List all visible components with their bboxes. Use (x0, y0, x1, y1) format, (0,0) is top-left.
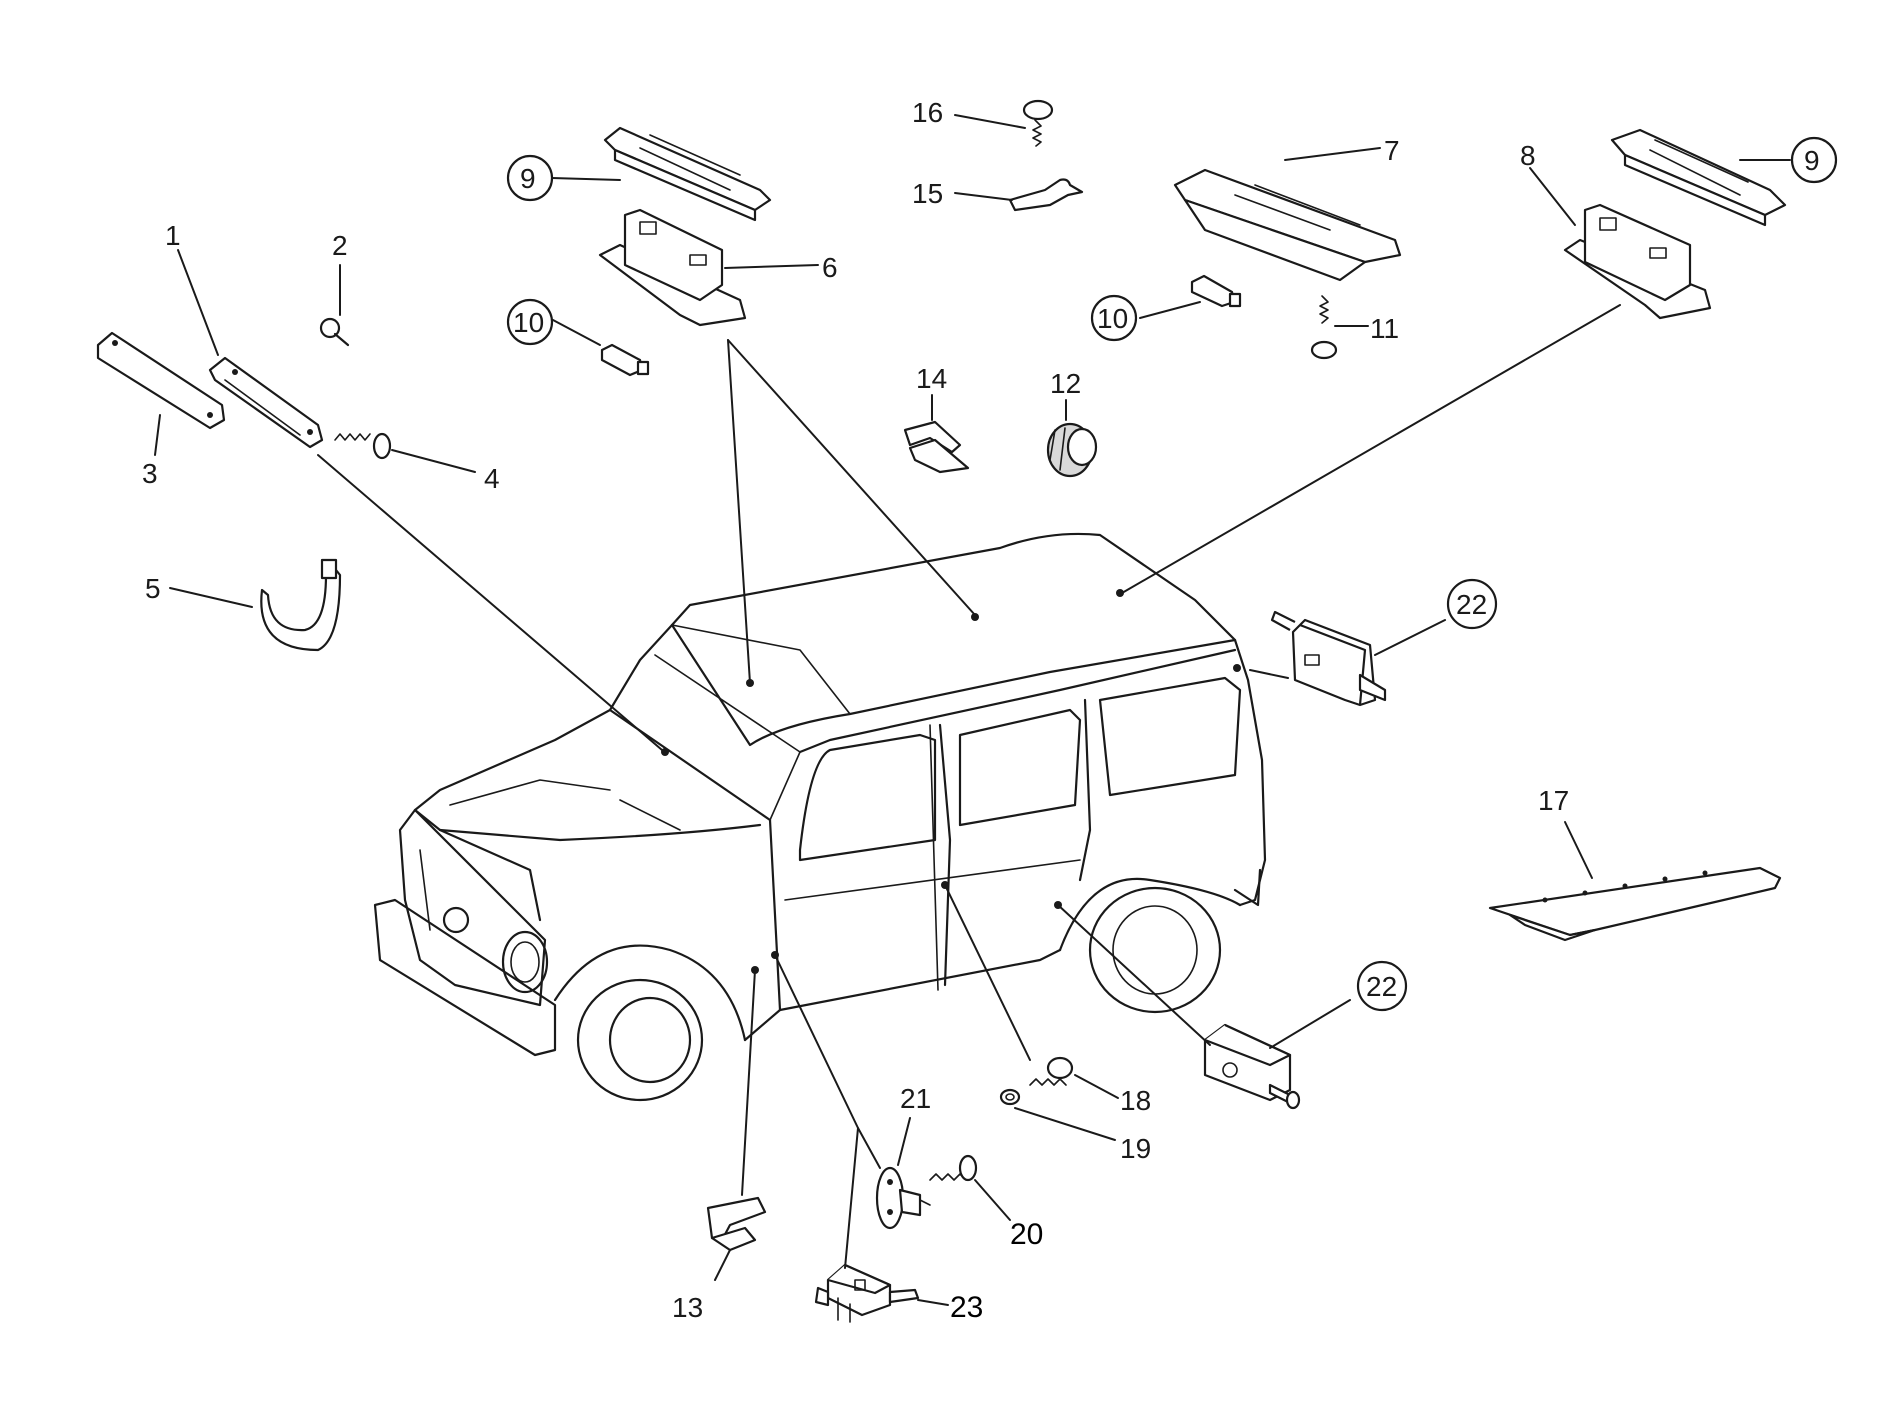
part-6-lamp-base (598, 208, 747, 327)
label-12: 12 (1050, 368, 1081, 399)
part-15-bracket (1008, 178, 1084, 212)
part-19-washer (999, 1088, 1021, 1106)
part-16-screw (1022, 99, 1054, 147)
leader-lines (154, 114, 1791, 1306)
part-9-frame-left (603, 126, 772, 222)
part-14-clip (903, 420, 970, 474)
label-20: 20 (1010, 1218, 1043, 1251)
part-10-bulb-right (1190, 274, 1242, 308)
label-1: 1 (165, 220, 181, 251)
part-21-bracket (875, 1166, 931, 1230)
label-4: 4 (484, 463, 500, 494)
label-23: 23 (950, 1291, 983, 1324)
label-6: 6 (822, 252, 838, 283)
part-4-screw (334, 432, 392, 460)
label-5: 5 (145, 573, 161, 604)
label-10-left: 10 (513, 307, 544, 338)
label-10-right: 10 (1097, 303, 1128, 334)
label-14: 14 (916, 363, 947, 394)
label-11: 11 (1370, 313, 1399, 344)
part-12-grommet (1046, 422, 1098, 478)
part-10-bulb-left (600, 343, 650, 377)
part-22-switch-upper (1270, 610, 1387, 707)
label-9-right: 9 (1804, 145, 1820, 176)
label-9-left: 9 (520, 163, 536, 194)
part-20-screw (929, 1154, 978, 1182)
label-19: 19 (1120, 1133, 1151, 1164)
callout-10-left (506, 298, 554, 346)
part-3-lens (96, 331, 226, 430)
part-1-lamp-housing (208, 356, 324, 449)
label-21: 21 (900, 1083, 931, 1114)
part-8-lamp-base (1563, 203, 1712, 320)
part-5-clip (260, 558, 342, 652)
label-15: 15 (912, 178, 943, 209)
part-2-screw (319, 317, 350, 347)
label-2: 2 (332, 230, 348, 261)
label-16: 16 (912, 97, 943, 128)
callout-9-right (1790, 136, 1838, 184)
part-7-lamp-assembly (1173, 168, 1402, 282)
callout-9-left (506, 154, 554, 202)
callout-22-upper (1446, 578, 1498, 630)
label-7: 7 (1384, 135, 1400, 166)
label-13: 13 (672, 1292, 703, 1323)
label-17: 17 (1538, 785, 1569, 816)
label-22-upper: 22 (1456, 589, 1487, 620)
vehicle-outline (373, 532, 1267, 1102)
part-22-switch-lower (1203, 1023, 1301, 1110)
part-13-clip (706, 1196, 767, 1252)
label-18: 18 (1120, 1085, 1151, 1116)
label-22-lower: 22 (1366, 971, 1397, 1002)
callout-22-lower (1356, 960, 1408, 1012)
part-labels: 1 2 3 4 5 6 7 8 9 9 10 10 11 12 13 14 15… (142, 97, 1838, 1324)
part-11-screw (1310, 295, 1338, 360)
callout-10-right (1090, 294, 1138, 342)
part-18-bolt (1029, 1056, 1074, 1086)
label-8: 8 (1520, 140, 1536, 171)
part-23-switch (814, 1263, 920, 1323)
part-9-frame-right (1610, 128, 1787, 227)
label-3: 3 (142, 458, 158, 489)
part-17-sill-strip (1488, 866, 1782, 942)
